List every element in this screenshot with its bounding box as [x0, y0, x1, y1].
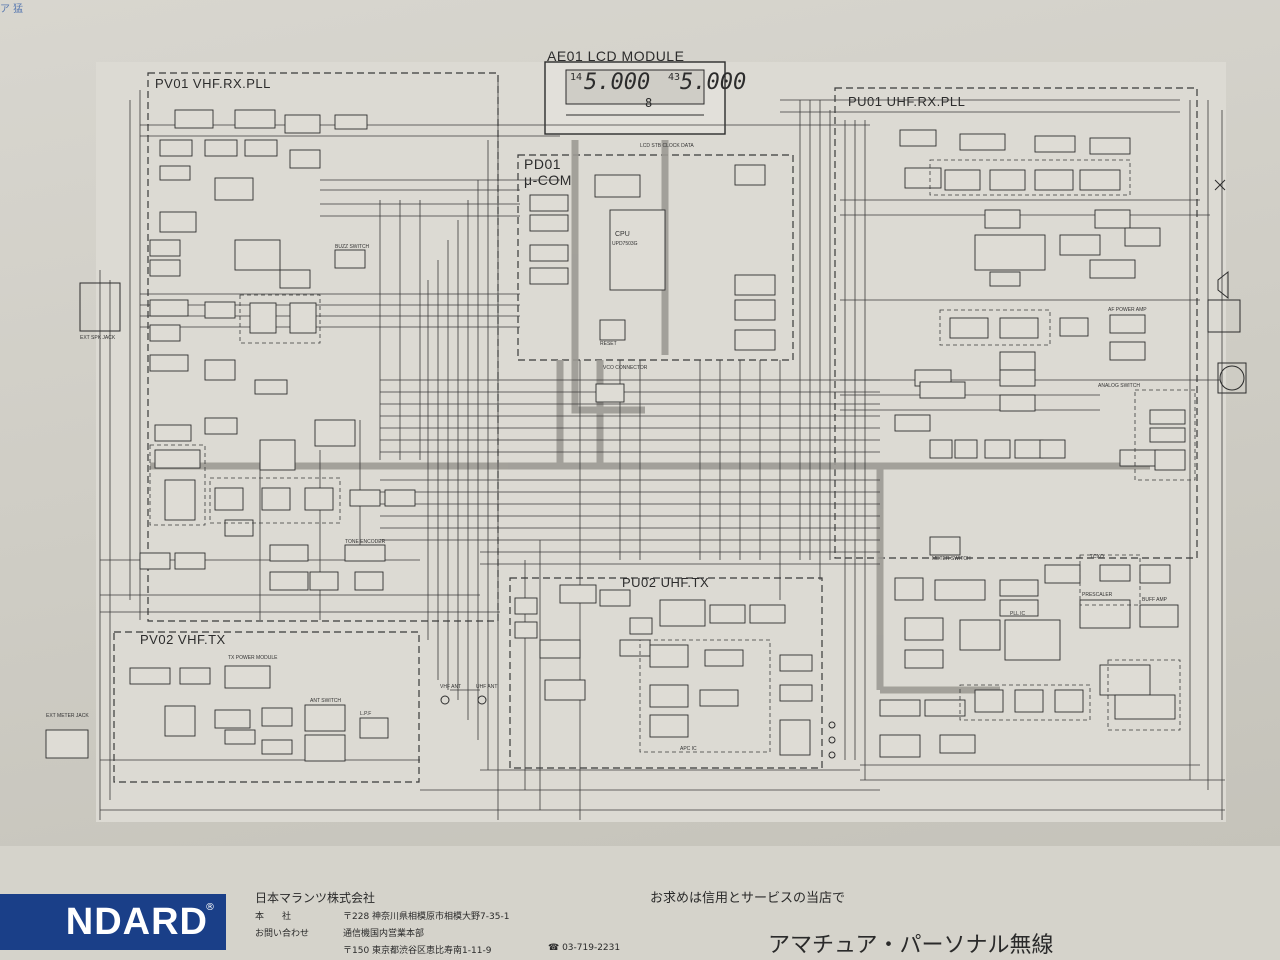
pu01-outline	[834, 87, 1198, 559]
inquiry-dept: 通信機国内営業本部	[343, 929, 425, 939]
company-name: 日本マランツ株式会社	[255, 891, 376, 905]
tcxo-label: TCXO	[1090, 554, 1104, 560]
vhf-ant-label: VHF ANT	[440, 684, 462, 690]
hq-label: 本 社	[255, 912, 292, 922]
cpu-part-label: UPD7503G	[612, 241, 638, 247]
ant-switch-label: ANT SWITCH	[310, 698, 342, 704]
pll-ic-label: PLL IC	[1010, 611, 1026, 617]
vco-connector-label: VCO CONNECTOR	[603, 365, 648, 371]
lcd-mid-digit: 8	[645, 96, 653, 110]
cpu-label: CPU	[615, 231, 630, 238]
components	[45, 109, 1186, 762]
ae01-title: AE01 LCD MODULE	[547, 48, 685, 64]
lcd-left-prefix: 14	[570, 72, 583, 83]
pu02-title: PU02 UHF.TX	[622, 575, 710, 590]
lcd-left-frequency: 5.000	[584, 70, 651, 95]
pd01-outline	[517, 154, 794, 361]
uhf-ant-label: UHF ANT	[476, 684, 498, 690]
apc-ic-label: APC IC	[680, 746, 697, 752]
product-category: アマチュア・パーソナル無線	[768, 933, 1054, 958]
af-power-amp-label: AF POWER AMP	[1108, 307, 1147, 313]
analog-switch-label: ANALOG SWITCH	[1098, 383, 1140, 389]
hq-address: 〒228 神奈川県相模原市相模大野7-35-1	[343, 912, 510, 922]
corner-scribble: ア 猛	[0, 4, 24, 15]
ext-spk-jack-label: EXT SPK JACK	[80, 335, 116, 341]
pd01-subtitle: μ-COM	[524, 172, 572, 188]
inquiry-label: お問い合わせ	[255, 929, 310, 939]
slogan: お求めは信用とサービスの当店で	[650, 891, 846, 906]
lcd-module	[544, 61, 726, 135]
pv01-outline	[147, 72, 499, 622]
clock-data-label: LCD STB CLOCK DATA	[640, 143, 694, 149]
tone-encoder-label: TONE ENCODER	[345, 539, 386, 545]
lpf-label: L.P.F	[360, 711, 372, 717]
tokyo-address: 〒150 東京都渋谷区恵比寿南1-11-9	[343, 946, 492, 956]
registered-mark: ®	[205, 902, 215, 913]
buff-amp-label: BUFF AMP	[1142, 597, 1168, 603]
pd01-title: PD01	[524, 156, 562, 172]
pv02-title: PV02 VHF.TX	[140, 632, 226, 647]
brand-logo: NDARD	[0, 894, 226, 950]
buzz-switch-label: BUZZ SWITCH	[335, 244, 370, 250]
pu01-title: PU01 UHF.RX.PLL	[848, 94, 966, 109]
pu02-outline	[509, 577, 823, 769]
pv01-title: PV01 VHF.RX.PLL	[155, 76, 271, 91]
lcd-right-frequency: 5.000	[680, 70, 747, 95]
meter-switch-label: METER SWITCH	[932, 556, 971, 562]
lcd-right-prefix: 43	[668, 72, 681, 83]
tx-power-module-label: TX POWER MODULE	[228, 655, 278, 661]
reset-label: RESET	[600, 341, 617, 347]
pv02-outline	[113, 631, 420, 783]
ext-meter-jack-label: EXT METER JACK	[46, 713, 89, 719]
block-diagram	[45, 61, 1247, 822]
prescaler-label: PRESCALER	[1082, 592, 1113, 598]
phone-number: ☎ 03-719-2231	[548, 943, 621, 953]
ext-spk-jack-symbol	[79, 282, 121, 332]
